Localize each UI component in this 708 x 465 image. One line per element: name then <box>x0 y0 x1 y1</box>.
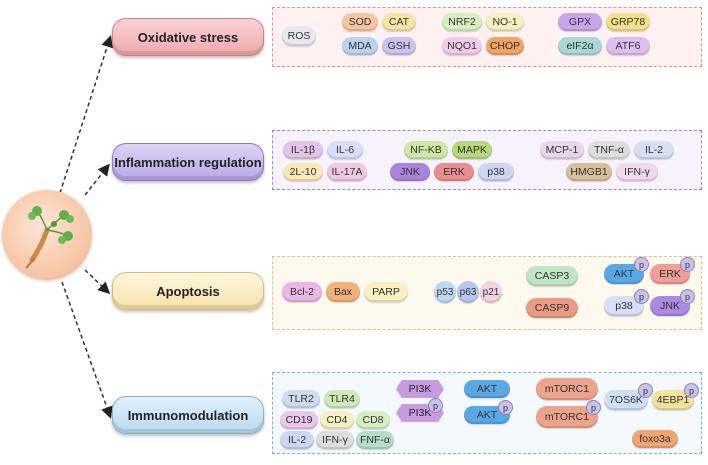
node-tnfa: TNF-α <box>588 141 630 159</box>
phosphorylation-badge: p <box>634 257 649 272</box>
node-jnk-phos: JNK <box>650 296 690 316</box>
category-immunomodulation: Immunomodulation <box>112 396 264 434</box>
herb-icon <box>25 206 74 269</box>
node-erk: ERK <box>434 163 474 181</box>
node-cd8: CD8 <box>356 411 390 429</box>
node-il17a: IL-17A <box>327 163 367 181</box>
node-p38-phos: p38 <box>604 296 644 316</box>
phosphorylation-badge: p <box>680 289 695 304</box>
node-no1: NO-1 <box>486 13 524 31</box>
arrow-to-inflammation <box>84 163 110 196</box>
node-jnk: JNK <box>390 163 430 181</box>
phosphorylation-badge: p <box>680 257 695 272</box>
node-mapk: MAPK <box>452 141 492 159</box>
phosphorylation-badge: p <box>428 398 443 413</box>
category-inflammation-regulation: Inflammation regulation <box>112 143 264 181</box>
arrow-to-apoptosis <box>84 269 111 295</box>
node-foxo3a: foxo3a <box>632 430 678 448</box>
node-akt-phos: AKT <box>604 264 644 284</box>
node-chop: CHOP <box>486 37 524 55</box>
node-il10: 2L-10 <box>283 163 323 181</box>
node-il2-immuno: IL-2 <box>280 431 314 449</box>
node-nrf2: NRF2 <box>442 13 482 31</box>
node-ifng: IFN-γ <box>616 163 658 181</box>
node-bax: Bax <box>326 282 360 302</box>
category-oxidative-stress: Oxidative stress <box>112 18 264 56</box>
node-fnfa: FNF-α <box>356 431 394 449</box>
phosphorylation-badge: p <box>498 400 513 415</box>
node-p53: p53 <box>434 281 456 303</box>
node-parp: PARP <box>364 282 408 302</box>
node-cd19: CD19 <box>280 411 318 429</box>
node-il6: IL-6 <box>327 141 363 159</box>
phosphorylation-badge: p <box>634 289 649 304</box>
node-4ebp1: 4EBP1 <box>652 390 694 410</box>
phosphorylation-badge: p <box>684 383 699 398</box>
node-hmgb1: HMGB1 <box>566 163 612 181</box>
node-akt-immuno: AKT <box>464 380 510 398</box>
phosphorylation-badge: p <box>638 383 653 398</box>
phosphorylation-badge: p <box>586 400 601 415</box>
node-p38: p38 <box>478 163 514 181</box>
node-cat: CAT <box>382 13 416 31</box>
node-casp9: CASP9 <box>526 298 578 318</box>
node-p63: p63 <box>457 281 479 303</box>
node-erk-phos: ERK <box>650 264 690 284</box>
node-tlr4: TLR4 <box>324 390 360 408</box>
category-apoptosis: Apoptosis <box>112 272 264 310</box>
node-cd4: CD4 <box>320 411 354 429</box>
node-grp78: GRP78 <box>606 13 650 31</box>
node-atf6: ATF6 <box>606 37 650 55</box>
node-ifng-immuno: IFN-γ <box>316 431 354 449</box>
node-nfkb: NF-KB <box>404 141 448 159</box>
node-gsh: GSH <box>382 37 416 55</box>
node-bcl2: Bcl-2 <box>282 282 322 302</box>
node-eif2a: eIF2α <box>558 37 602 55</box>
node-sod: SOD <box>342 13 378 31</box>
node-p21: p21 <box>480 281 502 303</box>
node-il1b: IL-1β <box>283 141 323 159</box>
herb-illustration <box>2 190 92 280</box>
node-ros: ROS <box>282 26 316 46</box>
arrow-to-immuno <box>61 281 113 419</box>
arrow-to-oxidative <box>59 35 113 194</box>
node-il2: IL-2 <box>634 141 674 159</box>
node-tlr2: TLR2 <box>282 390 320 408</box>
node-mda: MDA <box>342 37 378 55</box>
node-mtorc1: mTORC1 <box>536 378 598 400</box>
node-nqo1: NQO1 <box>442 37 482 55</box>
node-casp3: CASP3 <box>526 266 578 286</box>
node-pi3k: PI3K <box>396 380 444 398</box>
node-mtorc1-phos: mTORC1 <box>536 406 598 428</box>
node-70s6k: 7OS6K <box>604 390 648 410</box>
node-gpx: GPX <box>558 13 602 31</box>
inflammation-panel <box>272 130 702 190</box>
node-mcp1: MCP-1 <box>540 141 584 159</box>
